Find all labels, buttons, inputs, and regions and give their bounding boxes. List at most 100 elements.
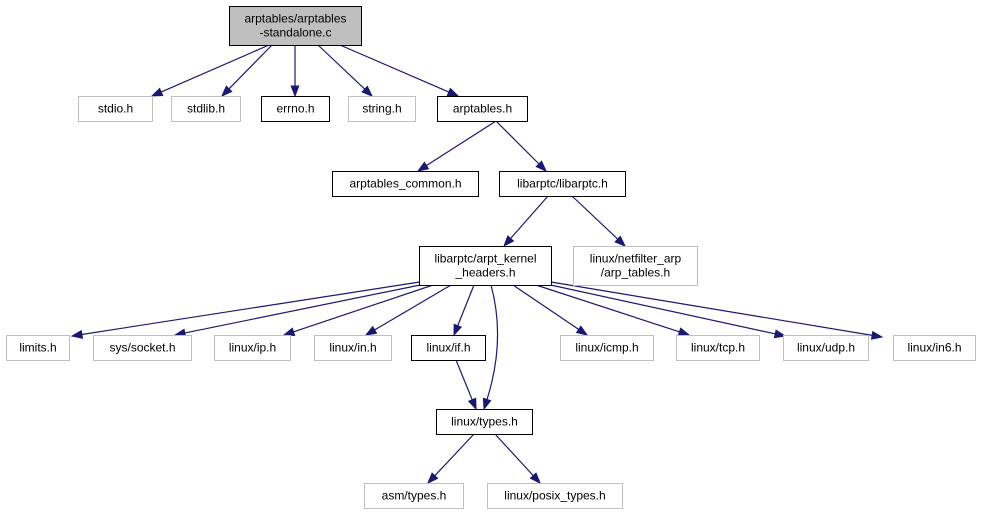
node-linux-icmp: linux/icmp.h bbox=[560, 335, 654, 361]
edge-arrowhead bbox=[446, 87, 460, 97]
node-box bbox=[783, 335, 869, 361]
node-label: linux/tcp.h bbox=[691, 341, 745, 355]
edge-line bbox=[495, 120, 541, 166]
edge-arpt_kernel-to-linux_in bbox=[364, 284, 452, 336]
node-label: arptables.h bbox=[453, 102, 512, 116]
node-label: errno.h bbox=[276, 102, 314, 116]
node-box bbox=[314, 335, 392, 361]
node-linux-types[interactable]: linux/types.h bbox=[436, 409, 533, 435]
edge-arrowhead bbox=[364, 325, 378, 336]
node-box bbox=[261, 96, 330, 122]
edge-line bbox=[227, 44, 273, 90]
edge-arpt_kernel-to-linux_icmp bbox=[512, 284, 589, 336]
edge-arrowhead bbox=[482, 397, 492, 411]
node-asm-types: asm/types.h bbox=[364, 483, 464, 509]
node-box bbox=[893, 335, 976, 361]
edge-libarptc-to-netfilter_arp bbox=[571, 195, 627, 247]
edge-root-to-stdlib bbox=[221, 44, 273, 98]
edge-line bbox=[455, 359, 474, 401]
node-label: limits.h bbox=[19, 341, 56, 355]
node-box bbox=[364, 483, 464, 509]
edge-line bbox=[160, 44, 270, 93]
node-label: linux/icmp.h bbox=[575, 341, 638, 355]
node-box bbox=[411, 335, 486, 361]
node-box bbox=[436, 409, 533, 435]
node-box bbox=[573, 246, 698, 286]
edge-root-to-arptables_h bbox=[339, 44, 460, 97]
edge-arpt_kernel-to-limits bbox=[70, 280, 427, 339]
edge-arpt_kernel-to-linux_udp bbox=[545, 283, 787, 339]
node-netfilter-arp: linux/netfilter_arp/arp_tables.h bbox=[573, 246, 698, 286]
edge-linux_if-to-linux_types bbox=[455, 359, 477, 411]
edge-line bbox=[433, 433, 475, 477]
node-box bbox=[437, 96, 528, 122]
edge-root-to-string bbox=[317, 44, 374, 97]
node-linux-if[interactable]: linux/if.h bbox=[411, 335, 486, 361]
node-linux-in: linux/in.h bbox=[314, 335, 392, 361]
node-label: linux/if.h bbox=[426, 341, 470, 355]
node-label: linux/types.h bbox=[451, 415, 518, 429]
edge-line bbox=[494, 433, 535, 477]
node-errno[interactable]: errno.h bbox=[261, 96, 330, 122]
edge-line bbox=[535, 284, 681, 333]
node-linux-ip: linux/ip.h bbox=[214, 335, 291, 361]
edge-arrowhead bbox=[416, 161, 430, 172]
edge-arrowhead bbox=[70, 329, 84, 339]
node-box bbox=[229, 6, 362, 46]
node-linux-tcp: linux/tcp.h bbox=[676, 335, 760, 361]
node-arptables-common[interactable]: arptables_common.h bbox=[332, 171, 479, 197]
node-root[interactable]: arptables/arptables-standalone.c bbox=[229, 6, 362, 46]
node-stdlib: stdlib.h bbox=[171, 96, 241, 122]
node-label: arptables/arptables bbox=[244, 12, 346, 26]
edge-linux_types-to-posix_types bbox=[494, 433, 541, 485]
node-string: string.h bbox=[348, 96, 416, 122]
edge-line bbox=[339, 44, 450, 93]
edge-line bbox=[80, 280, 427, 336]
node-sys-socket: sys/socket.h bbox=[93, 335, 192, 361]
node-arpt-kernel[interactable]: libarptc/arpt_kernel_headers.h bbox=[419, 246, 552, 286]
edge-arrowhead bbox=[614, 235, 627, 247]
node-stdio: stdio.h bbox=[78, 96, 153, 122]
node-label: string.h bbox=[362, 102, 401, 116]
node-posix-types: linux/posix_types.h bbox=[487, 483, 623, 509]
edge-line bbox=[292, 283, 437, 333]
edge-root-to-errno bbox=[290, 45, 300, 98]
edge-line bbox=[571, 195, 619, 241]
edge-arrowhead bbox=[529, 472, 541, 485]
edge-line bbox=[512, 284, 580, 331]
edge-arrowhead bbox=[150, 87, 164, 97]
edge-line bbox=[373, 284, 452, 331]
node-box bbox=[332, 171, 479, 197]
node-box bbox=[560, 335, 654, 361]
node-box bbox=[348, 96, 416, 122]
edge-line bbox=[456, 284, 475, 327]
node-box bbox=[78, 96, 153, 122]
edge-arpt_kernel-to-linux_types bbox=[482, 284, 499, 411]
edge-arpt_kernel-to-linux_in6 bbox=[550, 281, 884, 340]
edge-arrowhead bbox=[773, 329, 787, 339]
edge-arrowhead bbox=[503, 235, 515, 248]
node-label: linux/ip.h bbox=[229, 341, 276, 355]
edge-line bbox=[317, 44, 366, 91]
node-box bbox=[676, 335, 760, 361]
nodes-layer: arptables/arptables-standalone.c stdio.h s… bbox=[6, 6, 976, 509]
edge-arptables_h-to-libarptc bbox=[495, 120, 547, 172]
node-box bbox=[214, 335, 291, 361]
edge-arrowhead bbox=[453, 323, 463, 337]
node-label: libarptc/libarptc.h bbox=[517, 177, 608, 191]
node-linux-in6: linux/in6.h bbox=[893, 335, 976, 361]
node-libarptc[interactable]: libarptc/libarptc.h bbox=[499, 171, 626, 197]
node-linux-udp: linux/udp.h bbox=[783, 335, 869, 361]
node-label: arptables_common.h bbox=[349, 177, 461, 191]
node-label: _headers.h bbox=[454, 266, 515, 280]
edge-line bbox=[550, 281, 874, 337]
node-label: sys/socket.h bbox=[109, 341, 175, 355]
edge-linux_types-to-asm_types bbox=[427, 433, 475, 485]
node-label: linux/netfilter_arp bbox=[590, 252, 682, 266]
node-box bbox=[93, 335, 192, 361]
node-label: linux/udp.h bbox=[797, 341, 855, 355]
edge-line bbox=[486, 284, 499, 401]
edge-libarptc-to-arpt_kernel bbox=[503, 195, 549, 248]
node-arptables-h[interactable]: arptables.h bbox=[437, 96, 528, 122]
